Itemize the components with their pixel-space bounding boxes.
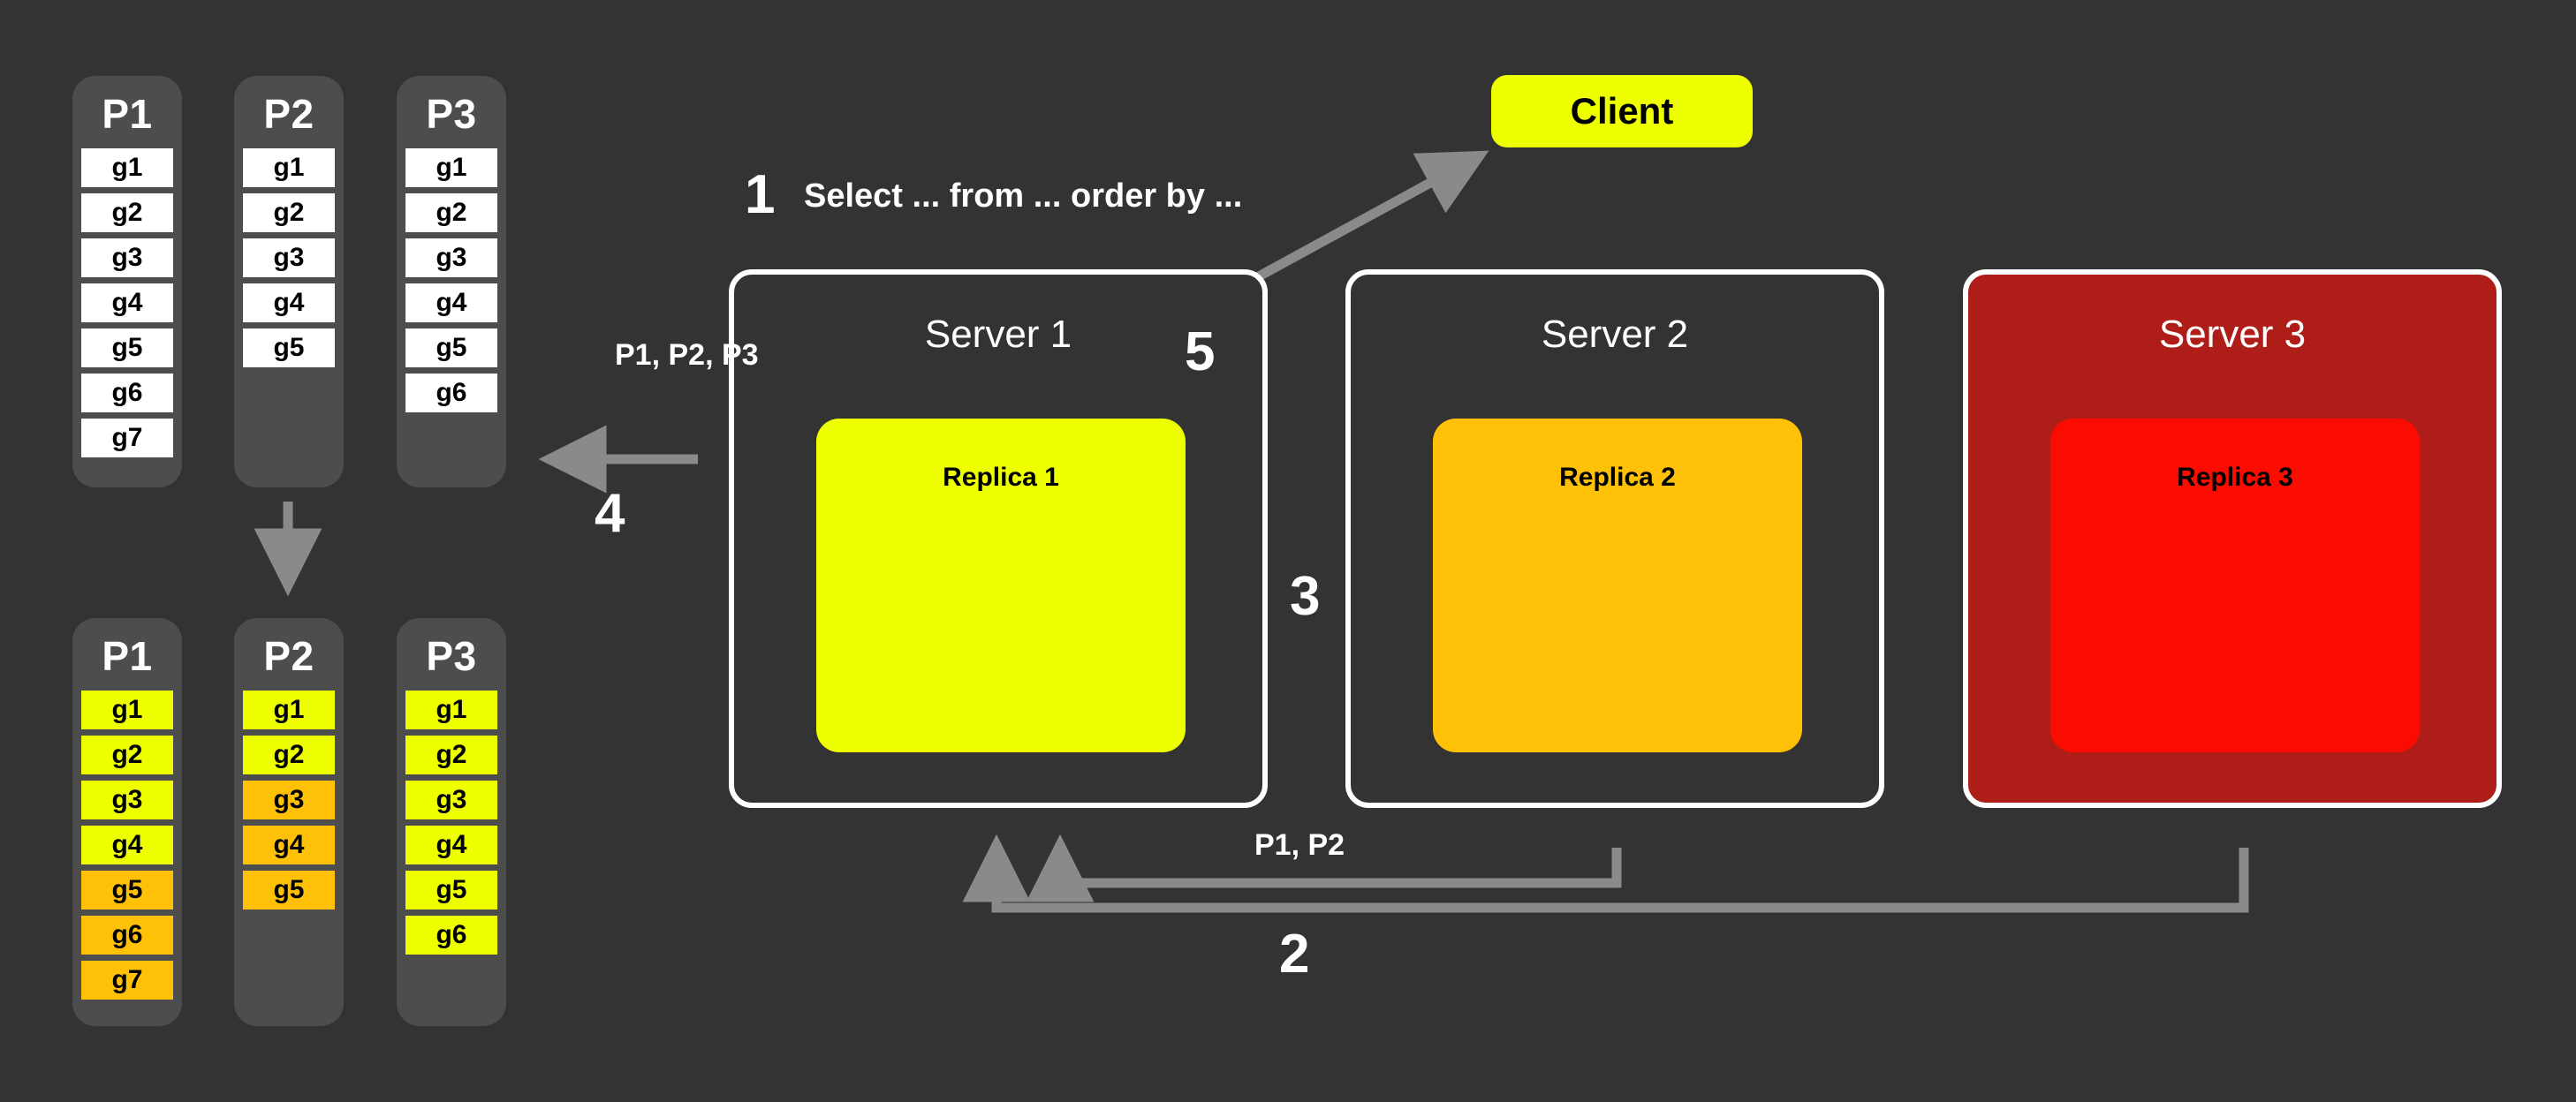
step-2-number: 2 xyxy=(1279,924,1310,985)
partition-cell: g6 xyxy=(405,916,497,955)
partition-cell: g2 xyxy=(405,193,497,232)
partition-title: P2 xyxy=(263,91,314,137)
partition-cell: g5 xyxy=(405,328,497,367)
partition-cell: g4 xyxy=(243,283,335,322)
arrow-server3-to-server1 xyxy=(962,834,2249,913)
partition-column-top-p1: P1 g1 g2 g3 g4 g5 g6 g7 xyxy=(72,76,182,487)
partition-cell: g2 xyxy=(405,736,497,774)
partition-cell: g1 xyxy=(81,691,173,729)
partition-cell: g3 xyxy=(405,781,497,819)
partition-cell: g7 xyxy=(81,961,173,1000)
server-3-title: Server 3 xyxy=(2158,313,2307,356)
partition-cell: g2 xyxy=(81,736,173,774)
partition-title: P1 xyxy=(102,91,153,137)
partition-cell: g2 xyxy=(81,193,173,232)
partition-cell: g2 xyxy=(243,736,335,774)
partition-column-bottom-p1: P1 g1 g2 g3 g4 g5 g6 g7 xyxy=(72,618,182,1026)
replica-1-box[interactable]: Replica 1 xyxy=(816,419,1186,752)
partition-cell: g3 xyxy=(243,238,335,277)
step-3-number: 3 xyxy=(1290,566,1321,627)
server-3-box[interactable]: Server 3 Replica 3 xyxy=(1963,269,2502,808)
replica-3-label: Replica 3 xyxy=(2177,463,2293,492)
replica-2-label: Replica 2 xyxy=(1559,463,1676,492)
partition-cell: g1 xyxy=(405,148,497,187)
step-1-number: 1 xyxy=(745,164,776,225)
server-1-box[interactable]: Server 1 Replica 1 xyxy=(729,269,1268,808)
partition-cells: g1 g2 g3 g4 g5 g6 xyxy=(397,691,506,955)
partition-column-top-p3: P3 g1 g2 g3 g4 g5 g6 xyxy=(397,76,506,487)
partition-cell: g4 xyxy=(405,283,497,322)
partition-cell: g5 xyxy=(243,328,335,367)
partitions-two-label: P1, P2 xyxy=(1254,828,1345,862)
partition-cell: g1 xyxy=(243,148,335,187)
partition-cell: g3 xyxy=(81,238,173,277)
replica-3-box[interactable]: Replica 3 xyxy=(2050,419,2420,752)
server-2-title: Server 2 xyxy=(1541,313,1689,356)
partition-cells: g1 g2 g3 g4 g5 xyxy=(234,691,344,910)
partition-title: P2 xyxy=(263,633,314,679)
replica-1-label: Replica 1 xyxy=(943,463,1059,492)
replica-2-box[interactable]: Replica 2 xyxy=(1433,419,1802,752)
partition-title: P1 xyxy=(102,633,153,679)
client-label: Client xyxy=(1570,90,1674,132)
client-node[interactable]: Client xyxy=(1491,75,1753,147)
partition-cell: g4 xyxy=(243,826,335,864)
partition-cells: g1 g2 g3 g4 g5 g6 g7 xyxy=(72,691,182,1000)
partition-cell: g3 xyxy=(405,238,497,277)
partition-cell: g3 xyxy=(243,781,335,819)
partition-cell: g5 xyxy=(81,328,173,367)
partition-column-bottom-p3: P3 g1 g2 g3 g4 g5 g6 xyxy=(397,618,506,1026)
partition-cell: g5 xyxy=(81,871,173,910)
partition-cells: g1 g2 g3 g4 g5 xyxy=(234,148,344,367)
partition-cell: g4 xyxy=(81,283,173,322)
server-1-title: Server 1 xyxy=(924,313,1072,356)
partition-cell: g1 xyxy=(405,691,497,729)
partition-title: P3 xyxy=(426,633,477,679)
partition-cell: g2 xyxy=(243,193,335,232)
partition-title: P3 xyxy=(426,91,477,137)
partition-cell: g4 xyxy=(81,826,173,864)
partition-cell: g4 xyxy=(405,826,497,864)
partition-cell: g5 xyxy=(405,871,497,910)
partition-cell: g3 xyxy=(81,781,173,819)
partition-cell: g6 xyxy=(81,374,173,412)
query-text-label: Select ... from ... order by ... xyxy=(804,177,1243,215)
server-2-box[interactable]: Server 2 Replica 2 xyxy=(1345,269,1884,808)
partitions-all-label: P1, P2, P3 xyxy=(615,338,759,372)
partition-cell: g5 xyxy=(243,871,335,910)
partition-cell: g6 xyxy=(81,916,173,955)
partition-cell: g7 xyxy=(81,419,173,457)
step-4-number: 4 xyxy=(595,483,625,544)
partition-cells: g1 g2 g3 g4 g5 g6 xyxy=(397,148,506,412)
partition-cell: g6 xyxy=(405,374,497,412)
partition-cell: g1 xyxy=(243,691,335,729)
partition-cell: g1 xyxy=(81,148,173,187)
partition-cells: g1 g2 g3 g4 g5 g6 g7 xyxy=(72,148,182,457)
partition-column-bottom-p2: P2 g1 g2 g3 g4 g5 xyxy=(234,618,344,1026)
partition-column-top-p2: P2 g1 g2 g3 g4 g5 xyxy=(234,76,344,487)
step-5-number: 5 xyxy=(1185,321,1216,382)
